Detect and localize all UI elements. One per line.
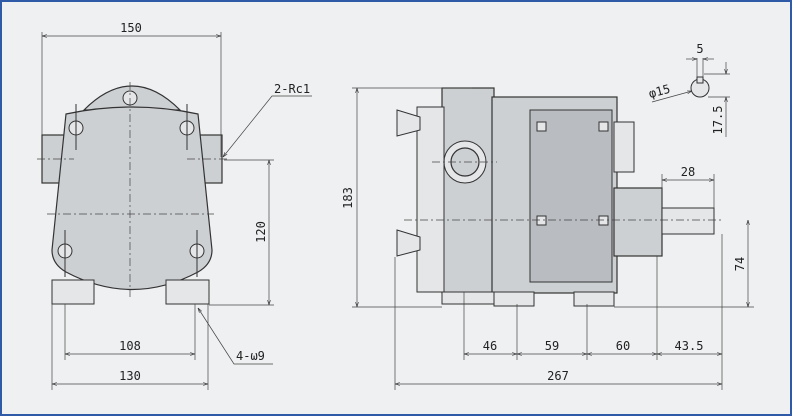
wing-bolts bbox=[57, 104, 205, 277]
key-width-label: 5 bbox=[696, 42, 703, 56]
port-label: 2-Rc1 bbox=[274, 82, 310, 96]
shaft-section-detail: 5 φ15 17.5 bbox=[647, 42, 730, 137]
dim-shaft-28: 28 bbox=[681, 165, 695, 179]
cover-panel bbox=[529, 109, 613, 283]
dim-60: 60 bbox=[616, 339, 630, 353]
wing-nut-top bbox=[396, 109, 421, 137]
mount-holes-label: 4-ω9 bbox=[236, 349, 265, 363]
pump-body bbox=[51, 106, 213, 291]
key-depth-label: 17.5 bbox=[711, 106, 725, 135]
bearing-cap bbox=[613, 121, 635, 173]
housing bbox=[441, 87, 495, 294]
shaft bbox=[661, 207, 715, 235]
dim-267: 267 bbox=[547, 369, 569, 383]
front-view: 150 2-Rc1 120 108 130 4-ω9 bbox=[37, 21, 312, 390]
side-view: 183 28 74 46 59 60 43.5 267 bbox=[341, 87, 754, 390]
dim-46: 46 bbox=[483, 339, 497, 353]
flange-plate bbox=[416, 106, 445, 293]
left-foot bbox=[51, 279, 95, 305]
dim-43-5: 43.5 bbox=[675, 339, 704, 353]
right-foot bbox=[165, 279, 210, 305]
dim-width-150: 150 bbox=[120, 21, 142, 35]
shaft-dia-label: φ15 bbox=[647, 82, 672, 101]
shaft-boss bbox=[613, 187, 663, 257]
dim-height-120: 120 bbox=[254, 221, 268, 243]
dim-74: 74 bbox=[733, 257, 747, 271]
wing-nut-bottom bbox=[396, 229, 421, 257]
dim-108: 108 bbox=[119, 339, 141, 353]
dim-130: 130 bbox=[119, 369, 141, 383]
dim-height-183: 183 bbox=[341, 187, 355, 209]
dim-59: 59 bbox=[545, 339, 559, 353]
